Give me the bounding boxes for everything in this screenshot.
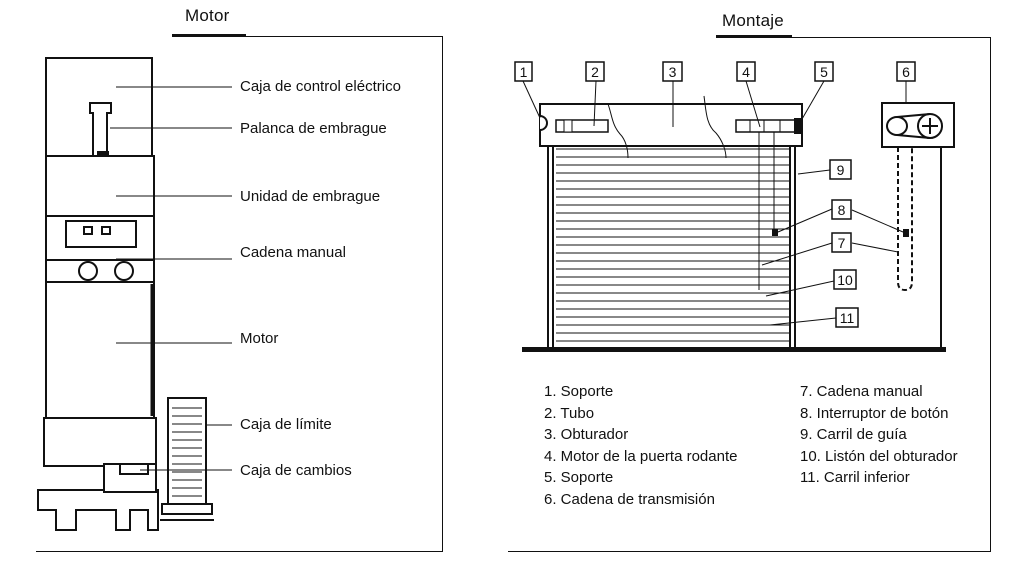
callout-box-2: [585, 61, 605, 82]
clutch-unit-shape: [45, 155, 155, 217]
motor-frame-top: [246, 36, 443, 37]
floor-shape: [522, 347, 946, 352]
motor-title: Motor: [185, 6, 230, 25]
callout-8: 8: [838, 202, 846, 218]
legend-item-6: 6. Cadena de transmisión: [544, 490, 715, 508]
transmission-chain-shape: [897, 147, 913, 292]
montaje-drawing: 1 2 3 4 5 6 8 7 9 10 11: [514, 61, 955, 352]
callout-box-8: [831, 199, 852, 220]
montaje-frame-bottom: [508, 551, 991, 552]
label-control-box: Caja de control eléctrico: [240, 78, 401, 95]
legend-item-11: 11. Carril inferior: [800, 469, 910, 486]
callout-9: 9: [837, 162, 845, 178]
motor-frame-right: [442, 36, 443, 552]
callout-box-3: [662, 61, 683, 82]
label-gearbox: Caja de cambios: [240, 462, 352, 479]
montaje-title: Montaje: [722, 11, 784, 30]
motor-title-underline: [172, 34, 246, 37]
legend-item-8: 8. Interruptor de botón: [800, 404, 949, 422]
legend-item-5: 5. Soporte: [544, 469, 614, 486]
legend-item-4: 4. Motor de la puerta rodante: [544, 447, 738, 465]
callout-5: 5: [820, 64, 828, 80]
callout-box-11: [835, 307, 859, 328]
door-motor-shape: [735, 119, 799, 133]
montaje-frame-right: [990, 37, 991, 552]
callout-6: 6: [902, 64, 910, 80]
legend-right: 7. Cadena manual 8. Interruptor de botón…: [800, 381, 958, 489]
callout-box-1: [514, 61, 533, 82]
motor-frame-bottom: [36, 551, 443, 552]
legend-item-2: 2. Tubo: [544, 404, 595, 422]
label-manual-chain: Cadena manual: [240, 244, 346, 261]
legend-left: 1. Soporte 2. Tubo 3. Obturador 4. Motor…: [544, 381, 737, 510]
callout-box-4: [736, 61, 756, 82]
callout-1: 1: [520, 64, 528, 80]
legend-item-9: 9. Carril de guía: [800, 426, 907, 443]
callout-box-7: [831, 232, 852, 253]
legend-item-3: 3. Obturador: [544, 426, 629, 443]
callout-2: 2: [591, 64, 599, 80]
legend-item-1: 1. Soporte: [544, 383, 614, 400]
callout-box-6: [896, 61, 916, 82]
label-clutch-unit: Unidad de embrague: [240, 188, 381, 205]
legend-item-7: 7. Cadena manual: [800, 383, 923, 400]
label-limit-box: Caja de límite: [240, 416, 332, 433]
callout-4: 4: [742, 64, 750, 80]
callout-10: 10: [837, 272, 853, 288]
label-clutch-lever: Palanca de embrague: [240, 120, 387, 137]
callout-box-10: [833, 269, 857, 290]
callout-7: 7: [838, 235, 846, 251]
callout-3: 3: [669, 64, 677, 80]
motor-drawing: [37, 57, 232, 531]
montaje-title-underline: [716, 35, 792, 38]
montaje-frame-top: [792, 37, 991, 38]
gearbox-base-shape: [37, 489, 159, 531]
motor-body-shape: [45, 281, 155, 419]
callout-box-5: [814, 61, 834, 82]
callout-11: 11: [840, 310, 855, 326]
legend-item-10: 10. Listón del obturador: [800, 447, 958, 465]
callout-box-9: [829, 159, 852, 180]
label-motor: Motor: [240, 330, 279, 347]
